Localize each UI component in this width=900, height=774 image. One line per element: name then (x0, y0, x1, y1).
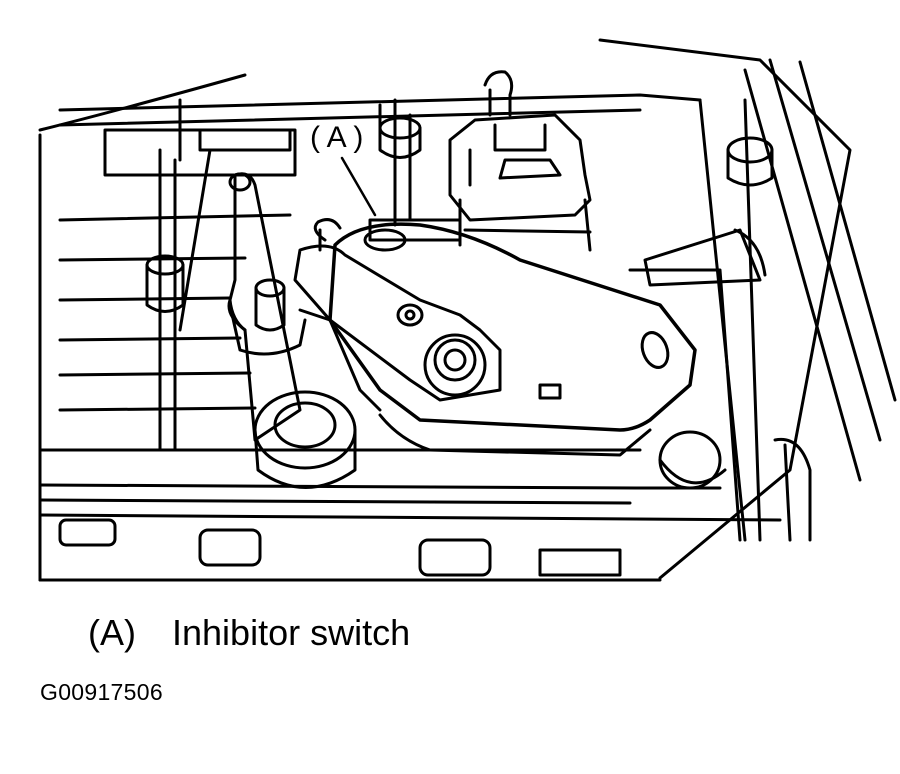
valve-body-details (58, 98, 812, 577)
legend-description: Inhibitor switch (172, 612, 411, 653)
manual-lever-arm (227, 172, 382, 489)
callout-a: ( A ) (310, 121, 377, 217)
callout-label: ( A ) (310, 121, 363, 154)
legend: (A) Inhibitor switch (88, 612, 410, 654)
inhibitor-switch (293, 218, 697, 457)
legend-key: (A) (88, 612, 136, 653)
figure-id: G00917506 (40, 679, 163, 705)
inhibitor-switch-connector (448, 70, 592, 252)
transmission-illustration: ( A ) (38, 38, 897, 582)
